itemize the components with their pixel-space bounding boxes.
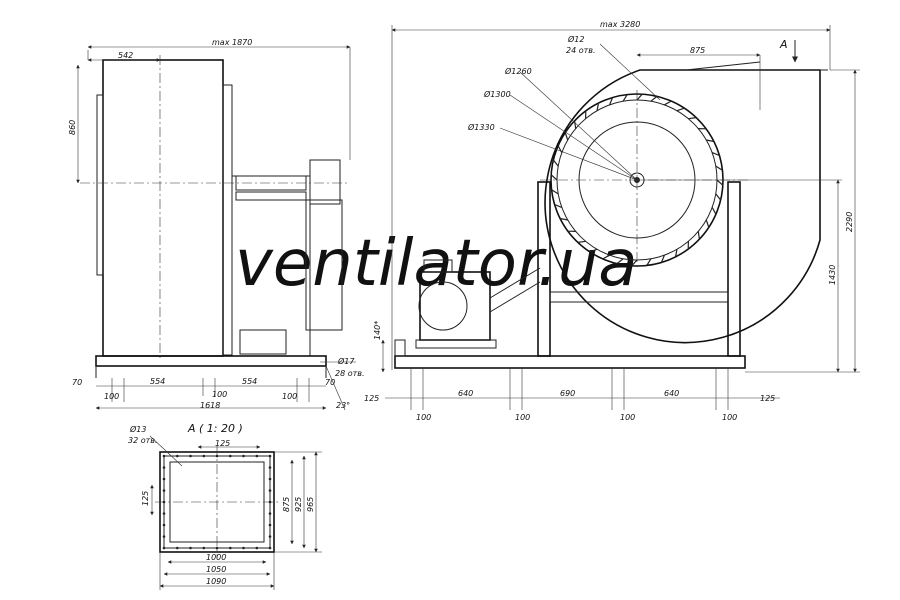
detail-outer-w: 1090 bbox=[206, 577, 226, 586]
side-angle-label: 23° bbox=[336, 401, 350, 410]
front-height-axis: 1430 bbox=[828, 265, 837, 285]
detail-inner-h: 875 bbox=[282, 497, 291, 512]
side-span-right-label: 554 bbox=[242, 377, 257, 386]
front-dia-1260: Ø1260 bbox=[504, 66, 532, 76]
detail-title: A ( 1: 20 ) bbox=[187, 422, 243, 435]
detail-hole-count-label: 32 отв. bbox=[128, 436, 158, 445]
detail-pitch-top: 125 bbox=[215, 439, 230, 448]
front-span-2: 690 bbox=[560, 389, 575, 398]
side-hole-dia-label: Ø17 bbox=[337, 356, 355, 366]
watermark: ventilator.ua bbox=[235, 227, 638, 301]
side-total-label: 1618 bbox=[200, 401, 220, 410]
detail-inner-w: 1000 bbox=[206, 553, 226, 562]
front-outlet-label: 875 bbox=[690, 46, 705, 55]
front-dia-1300: Ø1300 bbox=[483, 89, 511, 99]
side-edge-right-label: 100 bbox=[282, 392, 297, 401]
side-max-width-label: max 1870 bbox=[212, 38, 252, 47]
side-span-left-label: 554 bbox=[150, 377, 165, 386]
detail-view bbox=[149, 435, 322, 590]
front-span-1: 640 bbox=[458, 389, 473, 398]
front-gap-2: 100 bbox=[515, 413, 530, 422]
side-view bbox=[76, 45, 356, 411]
front-span-3: 640 bbox=[664, 389, 679, 398]
front-view-label: A bbox=[779, 38, 788, 51]
detail-mid-w: 1050 bbox=[206, 565, 226, 574]
front-gap-4: 100 bbox=[722, 413, 737, 422]
front-base-height: 140* bbox=[373, 321, 382, 340]
detail-hole-dia-label: Ø13 bbox=[129, 424, 146, 434]
front-view bbox=[381, 25, 860, 410]
detail-pitch-side: 125 bbox=[141, 491, 150, 506]
detail-outer-h: 965 bbox=[306, 497, 315, 512]
side-base-left-label: 70 bbox=[72, 378, 82, 387]
front-right-edge: 125 bbox=[760, 394, 775, 403]
front-dia-1330: Ø1330 bbox=[467, 122, 495, 132]
front-hole-dia-label: Ø12 bbox=[567, 34, 584, 44]
front-gap-1: 100 bbox=[416, 413, 431, 422]
side-center-label: 100 bbox=[212, 390, 227, 399]
side-top-width-label: 542 bbox=[118, 51, 133, 60]
front-height-total: 2290 bbox=[845, 212, 854, 232]
impeller-blades bbox=[550, 93, 724, 267]
front-max-width-label: max 3280 bbox=[600, 20, 640, 29]
side-hole-count-label: 28 отв. bbox=[335, 369, 365, 378]
detail-mid-h: 925 bbox=[294, 497, 303, 512]
front-left-edge: 125 bbox=[364, 394, 379, 403]
side-base-right-label: 70 bbox=[325, 378, 335, 387]
side-edge-left-label: 100 bbox=[104, 392, 119, 401]
front-hole-count-label: 24 отв. bbox=[566, 46, 596, 55]
side-height-label: 860 bbox=[68, 120, 77, 135]
front-gap-3: 100 bbox=[620, 413, 635, 422]
detail-bolt-holes bbox=[162, 454, 272, 550]
